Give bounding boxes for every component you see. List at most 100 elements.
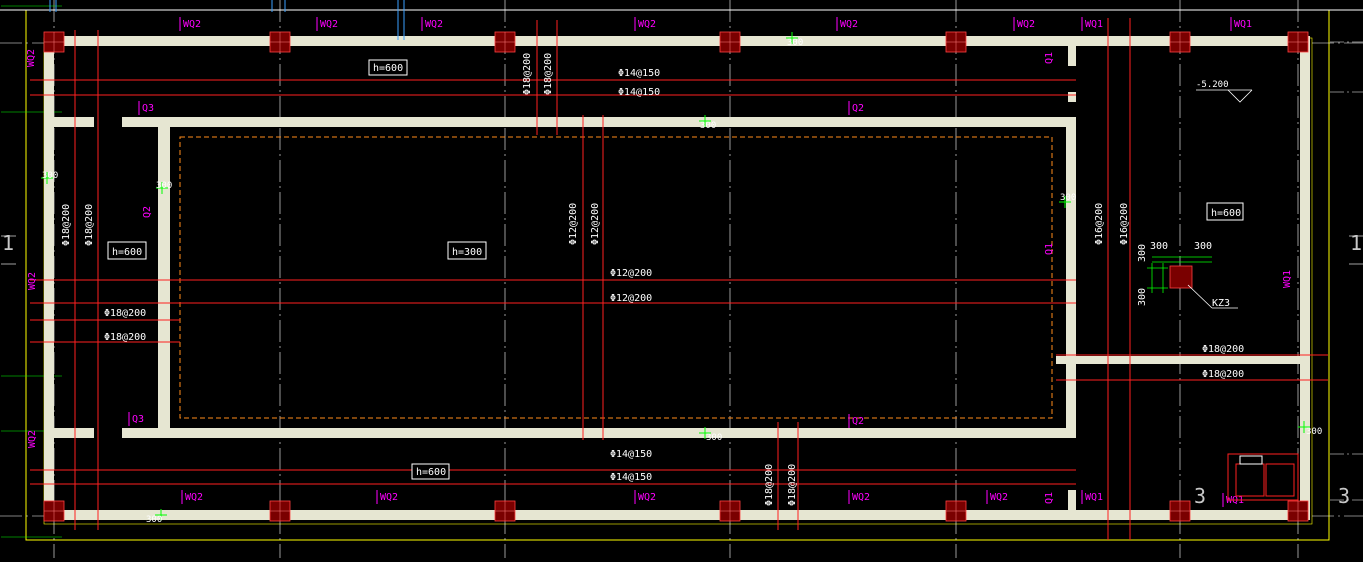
wall-tag-q2: Q2: [852, 103, 864, 114]
sump-outline: [1227, 453, 1299, 501]
grid-axis-label: 1: [1350, 231, 1362, 255]
walls: [44, 36, 1310, 520]
wall-segment: [1068, 490, 1076, 510]
sump-box: [1265, 463, 1295, 497]
wall-tag-q3: Q3: [132, 414, 144, 425]
wall-tag-wq2: WQ2: [990, 492, 1008, 503]
wall-tag-q1-vertical: Q1: [1044, 52, 1055, 64]
wall-segment: [1056, 356, 1300, 364]
rebar-label-vertical: Φ18@200: [787, 464, 798, 506]
wall-tag-q1-vertical: Q1: [1044, 492, 1055, 504]
wall-tag-q1-vertical: Q1: [1044, 243, 1055, 255]
pit-outline: [179, 136, 1053, 419]
wall-segment: [44, 36, 54, 520]
dimension-value-small: 300: [156, 181, 172, 191]
thickness-box: [411, 463, 450, 480]
misc-symbols: [1, 0, 1363, 501]
dimension-marks: [41, 32, 1310, 521]
column-kz3: [1169, 265, 1193, 289]
sump-box: [1235, 463, 1265, 497]
wall-tag-wq2: WQ2: [840, 19, 858, 30]
thickness-label: h=300: [452, 247, 482, 258]
rebar-label-vertical: Φ18@200: [543, 53, 554, 95]
wall-tag-wq2: WQ2: [638, 492, 656, 503]
rebar-label-vertical: Φ12@200: [568, 203, 579, 245]
wall-segment: [48, 36, 1308, 46]
elevation-triangle: [1227, 89, 1253, 103]
rebar-label: Φ14@150: [610, 449, 652, 460]
dimension-value-vertical: 300: [1137, 244, 1148, 262]
sump-grate: [1239, 455, 1263, 465]
wall-segment: [122, 428, 1076, 438]
dimension-value-small: 300: [1306, 427, 1322, 437]
rebar-label: Φ14@150: [618, 87, 660, 98]
wall-segment: [48, 510, 1308, 520]
thickness-box: [447, 241, 487, 260]
wall-tag-wq1: WQ1: [1234, 19, 1252, 30]
wall-tag-wq2: WQ2: [320, 19, 338, 30]
sheet-frame: [0, 9, 1363, 541]
wall-segment: [122, 117, 1076, 127]
wall-tag-q2-vertical: Q2: [142, 206, 153, 218]
grid-axis-label: 3: [1194, 484, 1206, 508]
rebar-label-vertical: Φ18@200: [84, 204, 95, 246]
wall-tag-wq2-vertical: WQ2: [26, 49, 37, 67]
wall-tag-q3: Q3: [142, 103, 154, 114]
wall-segment: [1300, 36, 1310, 520]
rebar-label: Φ14@150: [610, 472, 652, 483]
wall-segment: [54, 117, 94, 127]
rebar-label: Φ18@200: [1202, 344, 1244, 355]
wall-tag-wq2: WQ2: [638, 19, 656, 30]
wall-segment: [1068, 44, 1076, 66]
wall-segment: [54, 428, 94, 438]
grid-axis-label: 1: [2, 231, 14, 255]
columns: [43, 31, 1309, 522]
rebar-label-vertical: Φ18@200: [61, 204, 72, 246]
rebar-label-vertical: Φ16@200: [1094, 203, 1105, 245]
wall-segment: [158, 117, 170, 438]
wall-tag-wq2: WQ2: [852, 492, 870, 503]
rebar-label: Φ18@200: [104, 308, 146, 319]
dimension-value-small: 300: [1060, 193, 1076, 203]
column-leader: [1187, 284, 1213, 309]
wall-tag-wq2: WQ2: [185, 492, 203, 503]
grid-axis-label: 3: [1338, 484, 1350, 508]
wall-tag-wq2-vertical: WQ2: [27, 430, 38, 448]
wall-tag-wq2-vertical: WQ2: [27, 272, 38, 290]
wall-tag-wq2: WQ2: [183, 19, 201, 30]
thickness-label: h=600: [373, 63, 403, 74]
wall-tag-wq1-vertical: WQ1: [1282, 270, 1293, 288]
thickness-label: h=600: [112, 247, 142, 258]
rebar-label-vertical: Φ18@200: [522, 53, 533, 95]
wall-segment: [1066, 117, 1076, 438]
wall-tag-wq2: WQ2: [425, 19, 443, 30]
dimension-value-small: 300: [42, 171, 58, 181]
dimension-value-small: 300: [787, 38, 803, 48]
thickness-box: [1206, 202, 1244, 221]
wall-segment: [1068, 92, 1076, 102]
wall-tag-wq2: WQ2: [1017, 19, 1035, 30]
rebar-label: Φ14@150: [618, 68, 660, 79]
thickness-label: h=600: [416, 467, 446, 478]
rebar-label-vertical: Φ16@200: [1119, 203, 1130, 245]
rebar-label: Φ12@200: [610, 268, 652, 279]
dimension-value-vertical: 300: [1137, 288, 1148, 306]
rebar-label: Φ18@200: [1202, 369, 1244, 380]
dimension-value: 300: [1194, 241, 1212, 252]
thickness-label: h=600: [1211, 208, 1241, 219]
wall-tag-q2: Q2: [852, 416, 864, 427]
rebar-lines: [30, 18, 1328, 540]
thickness-box: [368, 59, 408, 76]
wall-tag-wq2: WQ2: [380, 492, 398, 503]
dimension-value-small: 300: [700, 121, 716, 131]
rebar-label-vertical: Φ18@200: [764, 464, 775, 506]
wall-tag-wq1: WQ1: [1085, 19, 1103, 30]
dimension-value-small: 300: [706, 433, 722, 443]
column-tag-kz3: KZ3: [1212, 298, 1230, 309]
thickness-box: [107, 241, 147, 260]
elevation-label: -5.200: [1196, 80, 1229, 90]
wall-tag-wq1: WQ1: [1085, 492, 1103, 503]
